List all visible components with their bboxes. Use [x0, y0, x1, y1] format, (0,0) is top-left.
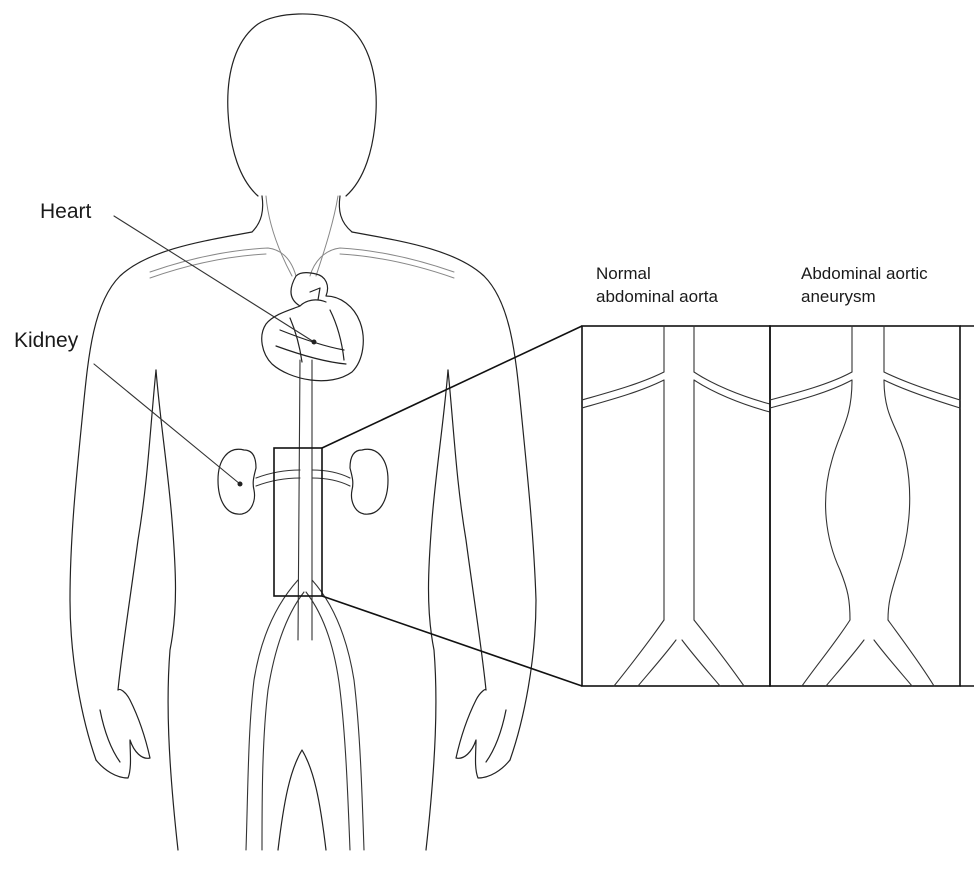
panel-aneurysm	[770, 326, 960, 686]
heart-leader-line	[114, 216, 314, 342]
kidney-icon	[218, 449, 388, 514]
label-aneurysm: Abdominal aortic aneurysm	[801, 262, 928, 308]
vessel-network	[150, 196, 454, 850]
human-body-outline-icon	[70, 14, 536, 850]
heart-leader-dot	[312, 340, 317, 345]
label-normal-line2: abdominal aorta	[596, 285, 718, 308]
kidney-leader-dot	[238, 482, 243, 487]
zoom-connector-top	[322, 326, 582, 448]
panel-edge-right	[960, 326, 974, 686]
label-aneurysm-line2: aneurysm	[801, 285, 928, 308]
label-aneurysm-line1: Abdominal aortic	[801, 262, 928, 285]
panel-normal-aorta	[582, 326, 770, 686]
label-heart: Heart	[40, 200, 91, 224]
zoom-connector-bottom	[322, 596, 582, 686]
label-normal-line1: Normal	[596, 262, 718, 285]
label-normal-aorta: Normal abdominal aorta	[596, 262, 718, 308]
label-kidney: Kidney	[14, 329, 78, 353]
